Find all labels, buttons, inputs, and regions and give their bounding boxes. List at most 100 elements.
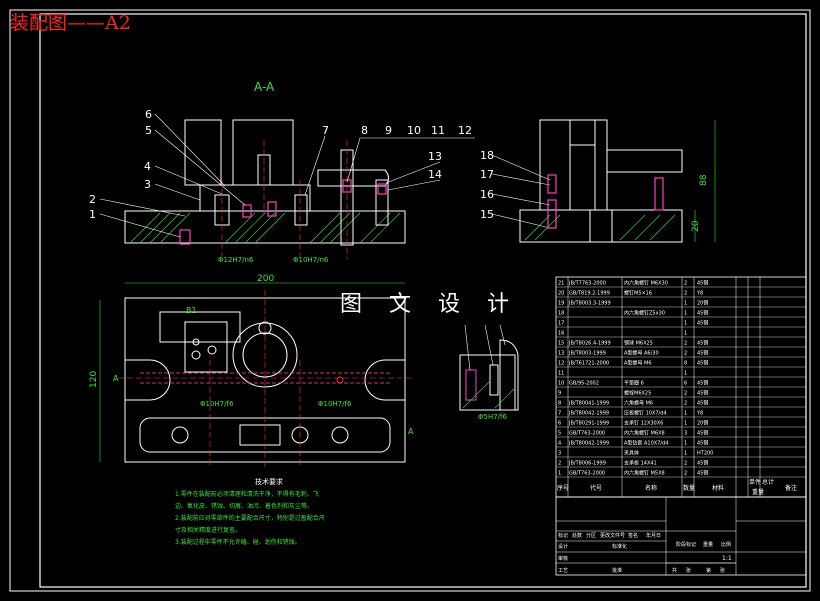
- bom-cell-code: GB/T819.2-1999: [569, 291, 610, 297]
- dim-height-side: 88: [699, 174, 709, 186]
- bom-cell-mat: HT200: [697, 451, 713, 457]
- bom-row: 16 1: [556, 331, 806, 338]
- bom-cell-name: 内六角螺钉 M6X30: [624, 280, 668, 287]
- bom-cell-name: 支承板 14X41: [624, 460, 657, 467]
- bom-cell-no: 6: [558, 421, 561, 427]
- bom-header-mat: 材料: [712, 484, 724, 492]
- label-a-right: A: [408, 427, 414, 436]
- tb-label-0: 标记: [558, 532, 568, 539]
- notes-title: 技术要求: [255, 477, 283, 486]
- bom-cell-qty: 2: [684, 391, 687, 397]
- balloon-9: 9: [385, 124, 392, 137]
- bom-cell-mat: Y8: [696, 291, 703, 297]
- dim-small-side: 20: [691, 220, 701, 232]
- bom-cell-qty: 2: [684, 291, 687, 297]
- bom-cell-no: 12: [558, 361, 564, 367]
- bom-cell-qty: 8: [684, 361, 687, 367]
- bom-cell-no: 17: [558, 321, 564, 327]
- bom-cell-code: JB/T80042-1999: [568, 441, 609, 447]
- balloon-7: 7: [322, 124, 329, 137]
- bom-cell-name: 夹具体: [624, 450, 639, 457]
- bom-cell-no: 1: [558, 471, 561, 477]
- bom-cell-no: 20: [558, 291, 564, 297]
- tb-label-6: 设计: [558, 543, 568, 550]
- balloon-5: 5: [145, 124, 152, 137]
- bom-cell-mat: 45钢: [697, 360, 708, 367]
- drawing-title: 装配图——A2: [10, 12, 131, 34]
- bom-cell-qty: 1: [684, 421, 687, 427]
- balloon-18: 18: [480, 149, 494, 162]
- bom-cell-no: 16: [558, 331, 564, 337]
- bom-cell-mat: 45钢: [697, 460, 708, 467]
- bom-cell-qty: 2: [684, 281, 687, 287]
- bom-cell-no: 8: [558, 401, 561, 407]
- balloon-4: 4: [144, 160, 151, 173]
- tb-label-13: 批准: [612, 567, 622, 574]
- balloon-15: 15: [480, 208, 494, 221]
- bom-cell-mat: 45钢: [697, 400, 708, 407]
- balloon-10: 10: [407, 124, 421, 137]
- bom-cell-qty: 1: [684, 371, 687, 377]
- tb-label-3: 更改文件号: [600, 532, 625, 539]
- notes-line-2: 边、氧化皮、锈蚀、切屑、油污、着色剂和灰尘等。: [175, 502, 313, 510]
- bom-cell-no: 11: [558, 371, 564, 377]
- section-label: A-A: [254, 80, 275, 94]
- bom-header-total: 总计: [762, 478, 774, 486]
- fit-dim-5: Φ5H7/f6: [478, 413, 508, 421]
- tb-label-7: 标准化: [612, 543, 627, 550]
- notes-line-4: 寸及相关精度进行复查。: [175, 526, 241, 534]
- bom-cell-mat: 45钢: [697, 380, 708, 387]
- bom-cell-code: JB/T8006-1999: [568, 461, 606, 467]
- bom-cell-qty: 1: [684, 311, 687, 317]
- balloon-3: 3: [144, 178, 151, 191]
- bom-cell-qty: 3: [684, 431, 687, 437]
- tb-label-1: 处数: [572, 532, 582, 539]
- balloon-16: 16: [480, 188, 494, 201]
- fit-dim-4: Φ10H7/f6: [318, 400, 352, 408]
- bom-cell-mat: 45钢: [697, 430, 708, 437]
- bom-cell-mat: 20钢: [697, 420, 708, 427]
- bom-header-weight: 重量: [752, 488, 764, 496]
- label-a-left: A: [113, 374, 119, 383]
- bom-header-name: 名称: [645, 484, 657, 492]
- bom-cell-mat: Y8: [696, 411, 703, 417]
- bom-cell-no: 18: [558, 311, 564, 317]
- bom-cell-no: 9: [558, 391, 561, 397]
- balloon-12: 12: [458, 124, 472, 137]
- front-section-view: Φ12H7/n6 Φ10H7/n6: [124, 119, 406, 264]
- balloon-labels: 1 2 3 4 5 6 7 8 9 10 11 12 13 14 15 16 1…: [89, 108, 494, 221]
- plan-view: 200 120 A A B1 Φ10H7/f6: [89, 274, 414, 470]
- balloon-11: 11: [431, 124, 445, 137]
- bom-cell-name: 压板螺钉 10X7/d4: [624, 410, 667, 417]
- bom-cell-qty: 2: [684, 471, 687, 477]
- bom-header-code: 代号: [590, 484, 602, 492]
- bom-cell-qty: 2: [684, 341, 687, 347]
- bom-cell-name: 内六角螺钉 M5X8: [624, 470, 665, 477]
- bom-cell-qty: 6: [684, 381, 687, 387]
- bom-cell-no: 2: [558, 461, 561, 467]
- bom-cell-code: JB/T8003-1999: [568, 351, 606, 357]
- bom-cell-mat: 45钢: [697, 320, 708, 327]
- bom-cell-qty: 1: [684, 331, 687, 337]
- bom-header-single: 单件: [749, 478, 761, 486]
- tb-label-4: 签名: [628, 532, 638, 539]
- tb-label-11: 审核: [558, 555, 568, 562]
- bom-cell-mat: 45钢: [697, 340, 708, 347]
- bom-cell-mat: 45钢: [697, 310, 708, 317]
- dim-width-plan: 200: [257, 274, 274, 284]
- bom-cell-name: 螺栓M6X25: [624, 390, 651, 397]
- bom-cell-code: JB/T80042-1999: [568, 411, 609, 417]
- bom-header-qty: 数量: [683, 484, 695, 492]
- bom-cell-name: A型螺母 M6: [624, 360, 652, 367]
- label-b1: B1: [186, 306, 197, 315]
